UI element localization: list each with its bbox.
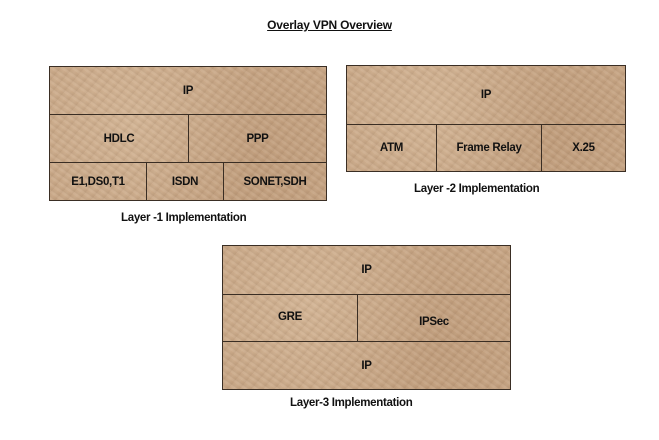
layer2-stack: IP ATM Frame Relay X.25: [346, 65, 626, 172]
layer2-divider-1: [347, 124, 625, 125]
layer3-ip-bottom-cell: IP: [361, 359, 372, 372]
layer3-stack: IP GRE IPSec IP: [222, 245, 511, 390]
layer1-divider-1: [50, 114, 326, 115]
layer1-stack: IP HDLC PPP E1,DS0,T1 ISDN SONET,SDH: [49, 66, 327, 201]
layer1-divider-v3: [223, 163, 224, 200]
layer1-ip-cell: IP: [182, 84, 194, 97]
layer3-divider-v1: [357, 295, 358, 341]
layer1-hdlc-cell: HDLC: [103, 132, 135, 145]
layer1-caption: Layer -1 Implementation: [121, 212, 247, 224]
layer2-divider-v2: [541, 125, 542, 171]
layer3-divider-1: [223, 294, 510, 295]
layer2-frame-relay-cell: Frame Relay: [456, 142, 522, 154]
layer1-divider-2: [50, 162, 326, 163]
layer2-x25-cell: X.25: [572, 142, 595, 154]
layer2-divider-v1: [436, 125, 437, 171]
layer1-sonet-cell: SONET,SDH: [243, 175, 307, 188]
layer3-caption: Layer-3 Implementation: [290, 397, 413, 409]
layer3-divider-2: [223, 341, 510, 342]
diagram-title: Overlay VPN Overview: [267, 18, 392, 32]
layer3-ipsec-cell: IPSec: [419, 316, 449, 328]
layer1-divider-v2: [146, 163, 147, 200]
layer1-e1-cell: E1,DS0,T1: [71, 175, 125, 188]
layer1-divider-v1: [188, 115, 189, 162]
layer3-gre-cell: GRE: [277, 311, 303, 323]
layer2-ip-cell: IP: [480, 89, 492, 101]
layer1-ppp-cell: PPP: [246, 132, 269, 145]
layer2-caption: Layer -2 Implementation: [414, 183, 540, 195]
layer3-ip-top-cell: IP: [361, 264, 372, 276]
layer2-atm-cell: ATM: [379, 142, 404, 154]
layer1-isdn-cell: ISDN: [171, 175, 199, 188]
